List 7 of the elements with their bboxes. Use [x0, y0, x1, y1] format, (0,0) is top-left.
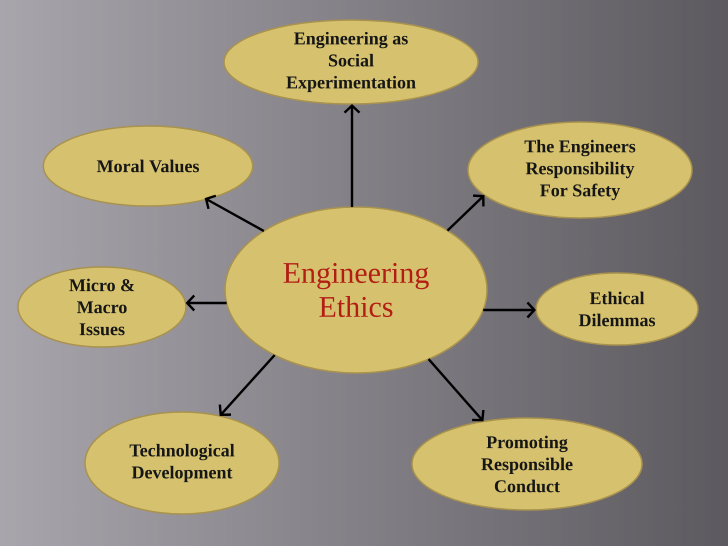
arrow [428, 358, 485, 422]
arrow [186, 294, 227, 312]
arrow [446, 194, 485, 232]
arrow [218, 354, 276, 416]
arrow [483, 302, 536, 318]
arrow [204, 194, 264, 232]
arrow [344, 104, 360, 208]
